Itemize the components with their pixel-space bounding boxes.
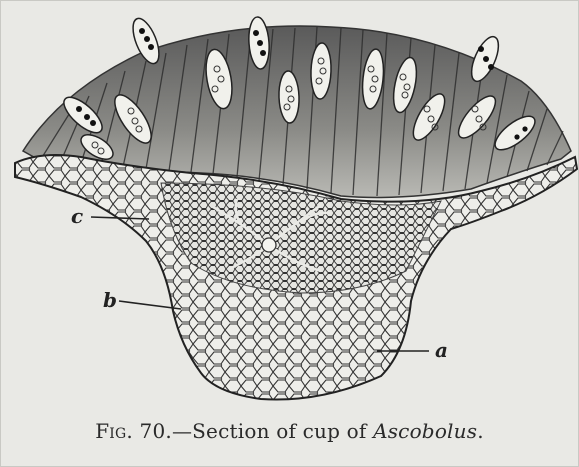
ascobolus-cup-illustration: c b a <box>1 1 579 411</box>
label-b: b <box>103 288 117 312</box>
central-cell <box>262 238 276 252</box>
caption-taxon: Ascobolus <box>373 419 477 443</box>
caption-text: Section of cup of <box>192 419 373 443</box>
figure-caption: Fig. 70.—Section of cup of Ascobolus. <box>1 419 578 443</box>
label-c: c <box>71 204 83 228</box>
caption-end: . <box>477 419 484 443</box>
caption-fig-label: Fig. 70. <box>95 419 172 443</box>
label-a: a <box>435 338 448 362</box>
caption-dash: — <box>172 419 192 443</box>
